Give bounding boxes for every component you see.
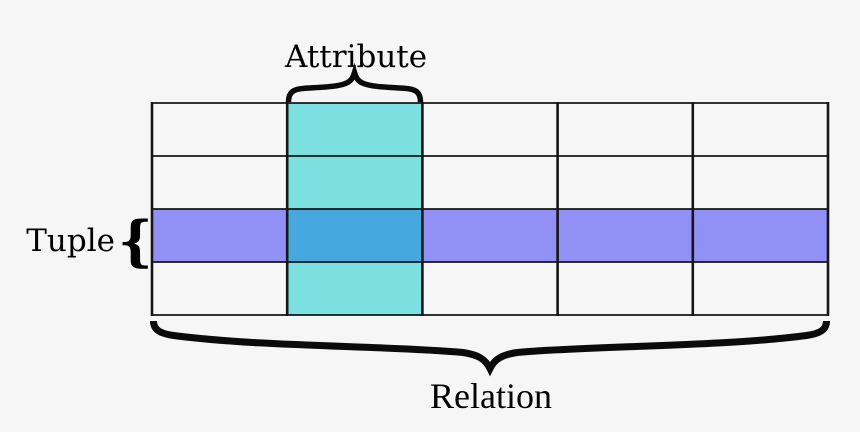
attribute-label: Attribute [285, 39, 428, 75]
braces [150, 62, 830, 377]
relation-brace [150, 320, 830, 377]
tuple-row-highlight [152, 209, 828, 262]
attribute-brace [285, 62, 424, 103]
table-grid [150, 102, 830, 316]
intersection-cell-highlight [287, 209, 423, 262]
tuple-brace: { [118, 209, 153, 273]
relation-label: Relation [430, 376, 552, 416]
tuple-label: Tuple [26, 223, 115, 259]
